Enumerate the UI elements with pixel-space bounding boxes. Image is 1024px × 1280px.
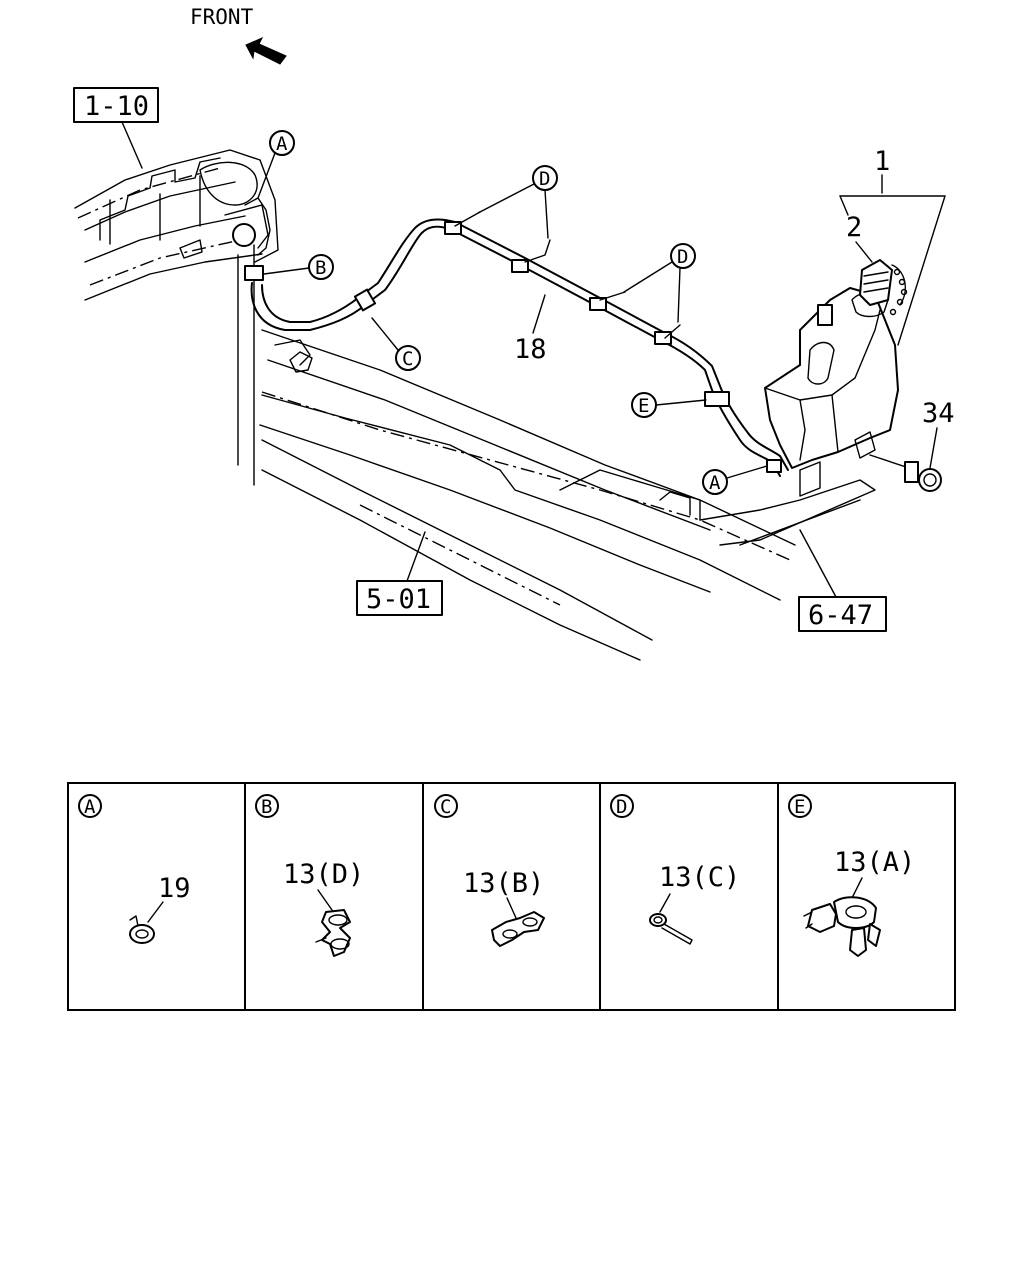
detail-cell-e: E 13(A) xyxy=(788,794,915,957)
front-arrow-icon xyxy=(245,36,287,65)
double-hose-clip-icon xyxy=(315,909,351,957)
front-label: FRONT xyxy=(190,5,254,29)
detail-c-part: 13(B) xyxy=(463,868,544,899)
svg-text:D: D xyxy=(539,168,550,190)
ref-box-1-10: 1-10 xyxy=(73,87,159,169)
callout-c: C xyxy=(371,317,421,371)
detail-table: A 19 B 13(D) C 13(B xyxy=(67,782,956,1011)
detail-cell-a: A 19 xyxy=(78,794,191,944)
callout-a-bottom: A xyxy=(702,465,768,495)
part-number-34: 34 xyxy=(922,398,955,429)
detail-cell-d: D 13(C) xyxy=(610,794,740,945)
detail-a-part: 19 xyxy=(158,873,191,904)
washer-tank xyxy=(764,259,908,497)
washer-hose xyxy=(244,197,789,477)
ref-box-1-10-label: 1-10 xyxy=(84,91,149,122)
band-clamp-icon xyxy=(129,915,155,944)
detail-e-letter: E xyxy=(794,796,805,818)
detail-b-part: 13(D) xyxy=(283,859,364,890)
callout-e: E xyxy=(631,392,707,418)
detail-c-letter: C xyxy=(440,796,451,818)
ref-box-6-47-label: 6-47 xyxy=(808,600,873,631)
chassis-frame xyxy=(259,329,876,661)
part-number-1: 1 xyxy=(874,146,890,177)
svg-text:B: B xyxy=(315,257,326,279)
detail-cell-c: C 13(B) xyxy=(434,794,545,947)
callout-d-right: D xyxy=(623,243,696,323)
ref-box-5-01: 5-01 xyxy=(356,531,443,616)
detail-d-letter: D xyxy=(616,796,627,818)
detail-d-part: 13(C) xyxy=(659,862,740,893)
callout-b: B xyxy=(263,254,334,280)
hose-clip-icon xyxy=(491,911,545,947)
detail-a-letter: A xyxy=(84,796,96,818)
svg-text:E: E xyxy=(638,395,649,417)
part-number-2: 2 xyxy=(846,212,862,243)
detail-b-letter: B xyxy=(261,796,272,818)
svg-text:C: C xyxy=(402,348,413,370)
ref-box-6-47: 6-47 xyxy=(798,529,887,632)
callout-d-left: D xyxy=(477,165,558,239)
svg-text:A: A xyxy=(276,133,288,155)
part-number-18: 18 xyxy=(514,334,547,365)
svg-text:D: D xyxy=(677,246,688,268)
bolt-part-34 xyxy=(869,454,942,492)
detail-cell-b: B 13(D) xyxy=(255,794,364,957)
bumper-assembly xyxy=(74,149,279,486)
bracket-clip-icon xyxy=(803,896,881,957)
strap-clip-icon xyxy=(649,913,693,945)
ref-box-5-01-label: 5-01 xyxy=(366,584,431,615)
svg-text:A: A xyxy=(709,472,721,494)
detail-e-part: 13(A) xyxy=(834,847,915,878)
callout-a-top: A xyxy=(257,130,295,199)
part-1-bracket xyxy=(839,174,946,346)
